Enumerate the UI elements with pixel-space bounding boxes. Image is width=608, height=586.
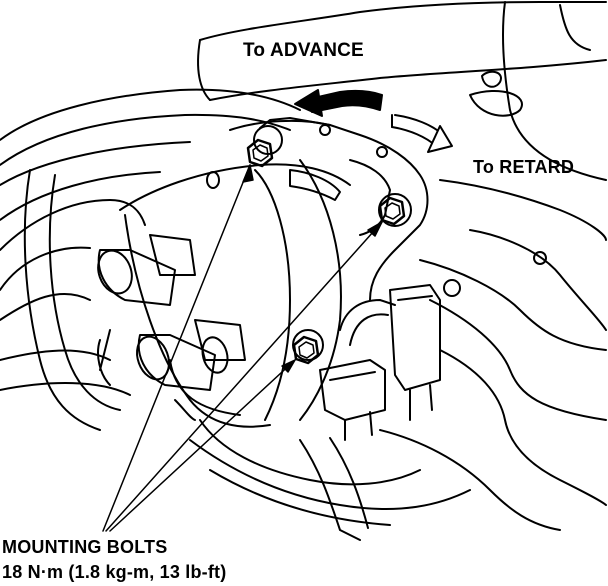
advance-arrow — [294, 89, 383, 117]
ignition-connector — [299, 284, 441, 541]
mounting-bolt-lower — [292, 335, 320, 365]
mounting-bolt-upper-left — [246, 138, 274, 168]
distributor-housing — [119, 117, 471, 526]
mounting-bolt-right — [378, 196, 406, 226]
retard-label: To RETARD — [473, 157, 575, 177]
bolt-leader-lines — [102, 164, 383, 532]
torque-spec-label: 18 N·m (1.8 kg-m, 13 lb-ft) — [2, 562, 227, 582]
spark-plug-wires — [0, 88, 301, 431]
engine-head-outline — [197, 1, 607, 531]
mounting-flange — [253, 124, 412, 361]
mounting-bolts-label: MOUNTING BOLTS — [2, 537, 168, 557]
advance-label: To ADVANCE — [243, 40, 364, 61]
plug-boots — [97, 234, 246, 391]
retard-arrow — [391, 114, 453, 153]
